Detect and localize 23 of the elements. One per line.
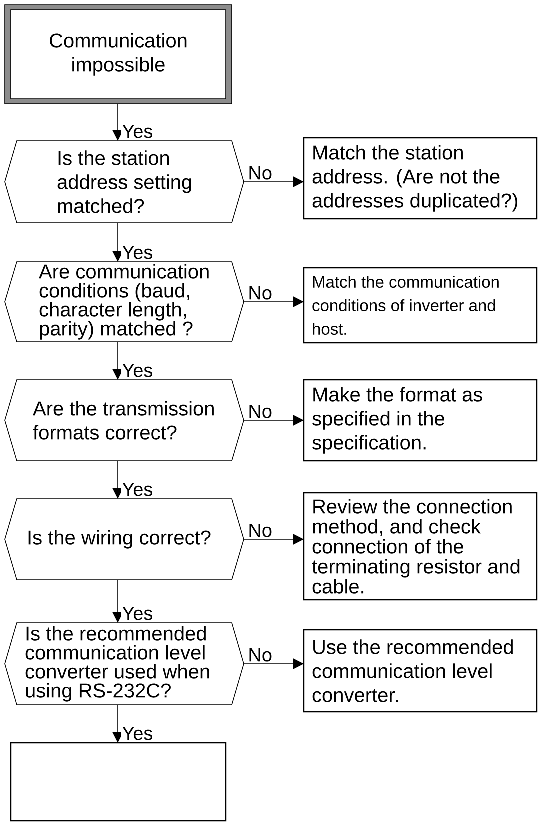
edge-label: No <box>247 404 274 420</box>
process-box: Match the communication conditions of inverter and host. <box>303 267 538 344</box>
process-box: Use the recommended communication level converter. <box>303 629 538 713</box>
decision-hexagon: Are communication conditions (baud, character length, parity) matched ? <box>4 262 244 342</box>
edge-label: Yes <box>121 482 154 498</box>
decision-hexagon: Are the transmission formats correct? <box>4 380 244 462</box>
edge-label: No <box>247 523 274 538</box>
edge-label: Yes <box>121 245 154 260</box>
process-box: Match the station address. (Are not the addresses duplicated?) <box>303 137 538 220</box>
decision-hexagon: Is the wiring correct? <box>4 498 244 580</box>
edge-label: Yes <box>121 124 154 140</box>
start-box: Communication impossible <box>4 4 232 104</box>
decision-hexagon: Is the recommended communication level converter used when using RS-232C? <box>4 622 244 706</box>
edge-label: Yes <box>121 606 154 622</box>
process-box: Make the format as specified in the specification. <box>303 379 538 462</box>
edge-label: No <box>247 286 274 301</box>
process-box: Review the connection method, and check connection of the terminating resistor and cable. <box>303 492 538 601</box>
edge-label: No <box>247 648 274 663</box>
edge-label: No <box>247 166 274 181</box>
decision-hexagon: Is the station address setting matched? <box>4 140 244 224</box>
process-box <box>10 742 227 822</box>
edge-label: Yes <box>121 363 154 378</box>
edge-label: Yes <box>121 726 154 742</box>
